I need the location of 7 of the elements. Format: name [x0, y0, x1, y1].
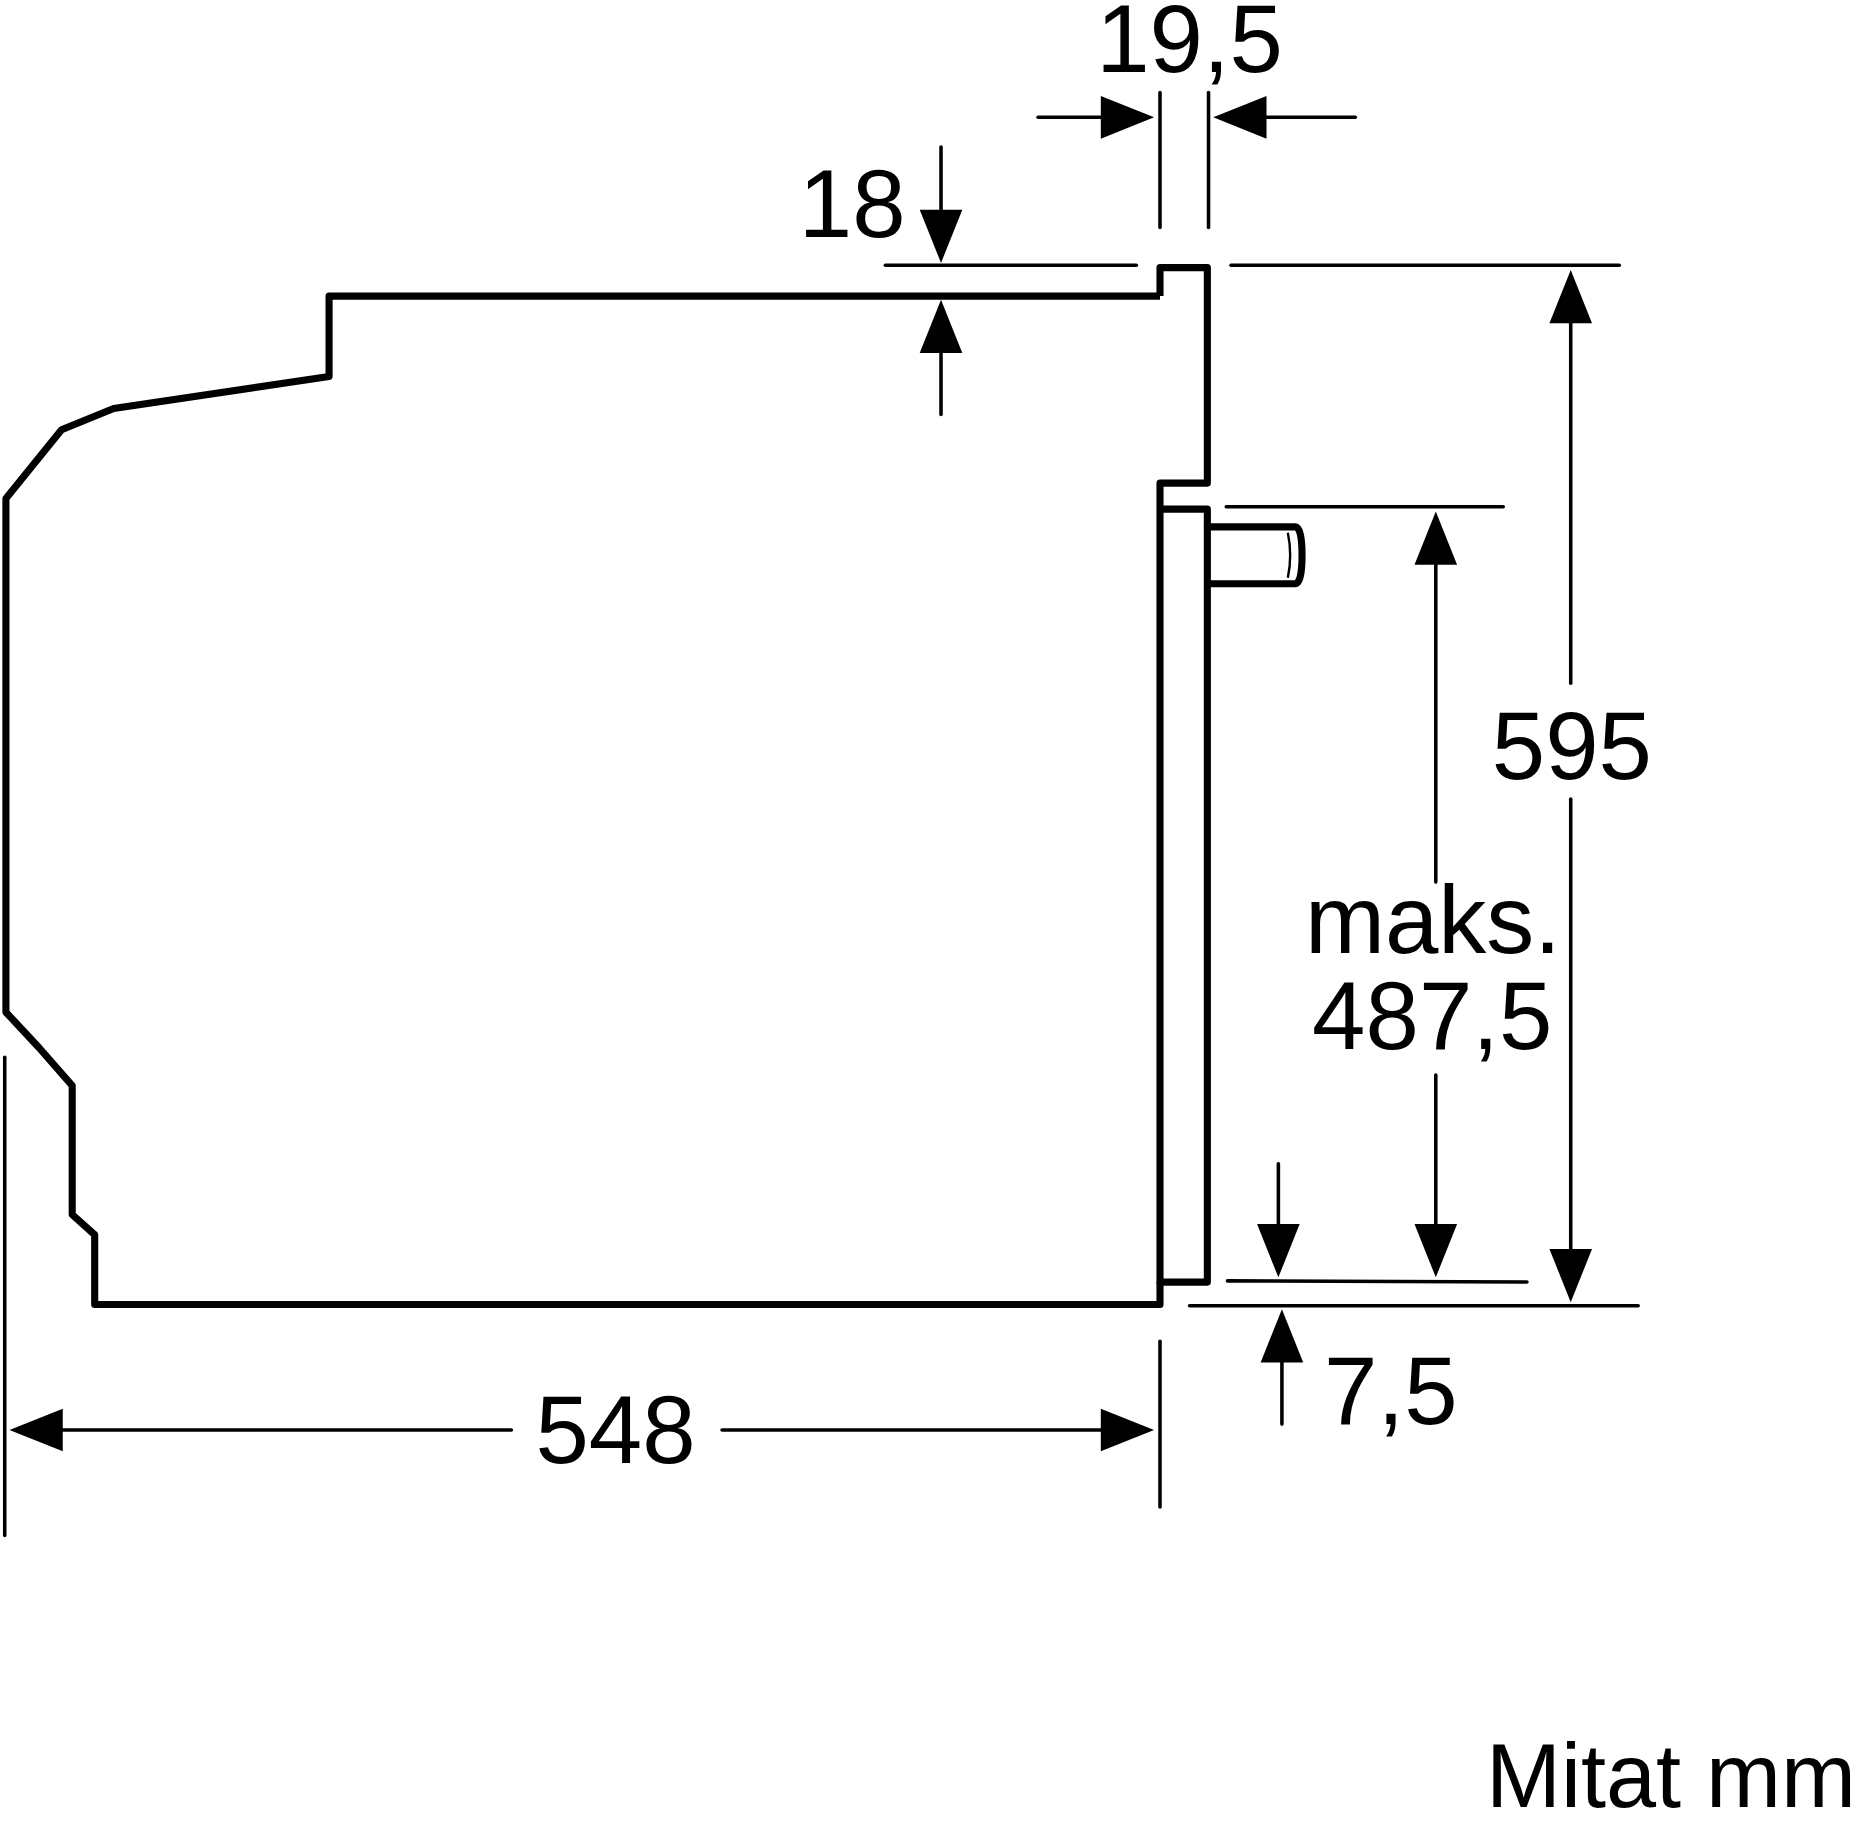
dimension-label: 595: [1490, 697, 1653, 794]
units-note: Mitat mm: [1485, 1730, 1856, 1821]
dimension-label: 548: [534, 1381, 697, 1478]
dimension-label: maks. 487,5: [1305, 872, 1560, 1065]
dimension-label: 18: [797, 155, 907, 252]
dimension-label: 7,5: [1323, 1342, 1459, 1439]
dimension-label: 19,5: [1095, 0, 1284, 88]
